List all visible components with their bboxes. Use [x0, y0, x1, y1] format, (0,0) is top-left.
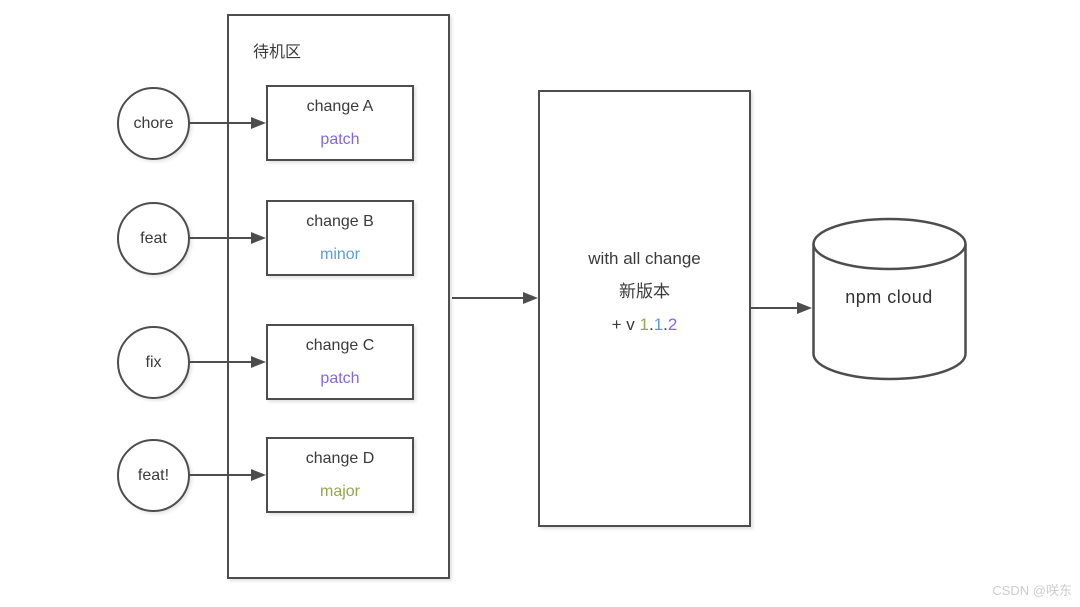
release-text: with all change 新版本 + v 1.1.2	[540, 242, 749, 341]
change-card-title: change A	[306, 97, 374, 115]
release-line-2: 新版本	[619, 282, 670, 301]
change-card-b: change B minor	[266, 200, 414, 276]
change-card-a: change A patch	[266, 85, 414, 161]
source-node-feat: feat	[117, 202, 190, 275]
staging-area-label: 待机区	[253, 44, 302, 61]
watermark: CSDN @咲东	[992, 583, 1072, 598]
arrow-release-to-npm	[751, 306, 797, 310]
version-dot: .	[648, 315, 654, 334]
version-minor: 1	[653, 315, 664, 334]
change-type-label: minor	[319, 245, 360, 263]
arrow-staging-to-release	[452, 296, 523, 300]
change-card-title: change D	[305, 449, 375, 467]
change-card-c: change C patch	[266, 324, 414, 400]
source-node-feat-breaking: feat!	[117, 439, 190, 512]
source-node-label: fix	[145, 353, 162, 371]
source-node-label: feat!	[137, 466, 170, 484]
change-card-title: change B	[306, 212, 374, 230]
change-type-label: patch	[320, 369, 360, 387]
npm-cloud-label: npm cloud	[845, 287, 933, 307]
arrow-feat-to-change-b	[189, 236, 251, 240]
arrow-chore-to-change-a	[189, 121, 251, 125]
database-cylinder-icon	[812, 217, 967, 381]
arrow-feat-breaking-to-change-d	[189, 473, 251, 477]
change-card-title: change C	[305, 336, 375, 354]
release-version-line: + v 1.1.2	[540, 308, 749, 341]
source-node-label: chore	[133, 114, 174, 132]
version-prefix: + v	[611, 315, 640, 334]
release-box: with all change 新版本 + v 1.1.2	[538, 90, 751, 527]
source-node-fix: fix	[117, 326, 190, 399]
version-dot: .	[663, 315, 668, 334]
change-card-d: change D major	[266, 437, 414, 513]
source-node-label: feat	[140, 229, 167, 247]
arrow-fix-to-change-c	[189, 360, 251, 364]
release-line-1: with all change	[588, 249, 701, 268]
change-type-label: patch	[320, 130, 360, 148]
change-type-label: major	[319, 482, 360, 500]
version-patch: 2	[667, 315, 678, 334]
version-major: 1	[639, 315, 649, 334]
npm-cloud-cylinder: npm cloud	[811, 217, 969, 381]
source-node-chore: chore	[117, 87, 190, 160]
